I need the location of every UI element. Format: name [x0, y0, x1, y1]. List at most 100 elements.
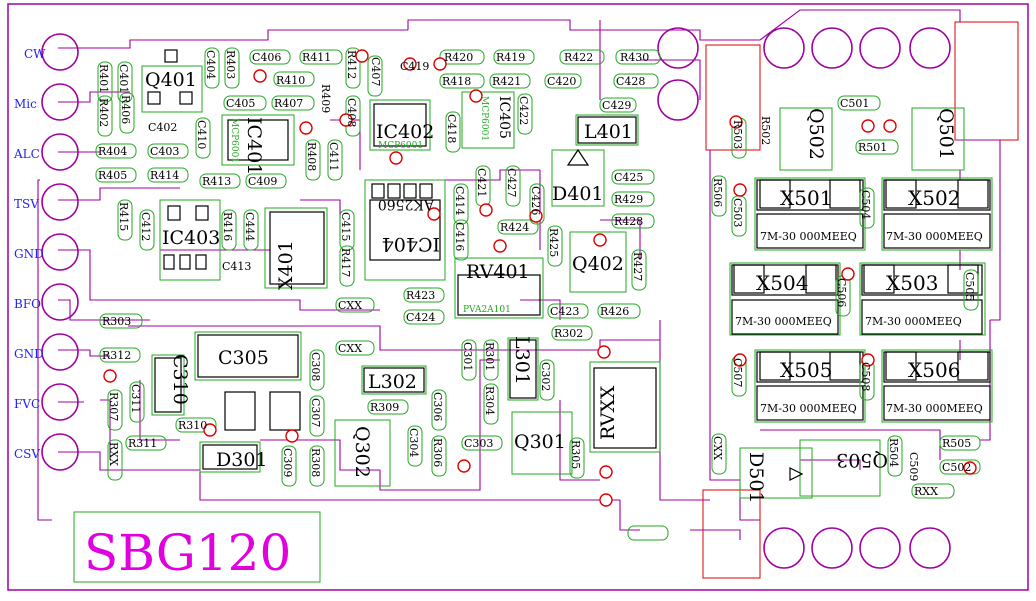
- q401-outline: [141, 65, 203, 113]
- component-label: C311: [129, 384, 142, 413]
- component-label: C409: [248, 175, 277, 188]
- d301-outline: [199, 441, 261, 473]
- ic401-outline: [221, 114, 295, 166]
- chip-marking: MCP6001: [378, 141, 423, 151]
- connector-pad: [41, 233, 79, 271]
- component-label: R302: [554, 327, 583, 340]
- component-label: Q502: [805, 108, 827, 160]
- smd-pad-large: [269, 391, 301, 431]
- component-label: R403: [224, 50, 237, 79]
- component-label: RVXX: [597, 385, 619, 440]
- component-label: R503: [731, 120, 744, 149]
- l301-body: [509, 339, 537, 399]
- connector-pad: [811, 27, 853, 69]
- component-label: D401: [552, 183, 604, 205]
- component-label: Q302: [351, 426, 373, 478]
- c310-body: [154, 357, 182, 413]
- q402-outline: [569, 231, 627, 293]
- edge-connectors: [41, 27, 951, 569]
- component-label: R421: [492, 75, 521, 88]
- component-label: C503: [731, 198, 744, 227]
- component-label: R504: [887, 438, 900, 467]
- component-label: C419: [400, 60, 429, 73]
- q301-outline: [511, 411, 573, 475]
- l302-body: [363, 367, 425, 393]
- vias: [103, 49, 977, 507]
- connector-pad: [41, 283, 79, 321]
- crystal-ref: X502: [908, 186, 960, 210]
- component-label: R303: [102, 315, 131, 328]
- q302-outline: [334, 419, 391, 487]
- l401-outline: [575, 114, 639, 146]
- component-label: CXX: [338, 299, 362, 312]
- component-label: C415: [339, 212, 352, 241]
- component-label: C426: [529, 186, 542, 215]
- component-label: R506: [711, 178, 724, 207]
- component-label: C402: [148, 121, 177, 134]
- component-label: R423: [406, 289, 435, 302]
- component-label: RV401: [466, 261, 530, 283]
- l302-outline: [361, 365, 427, 395]
- connector-label: TSV: [14, 197, 39, 211]
- component-label: R501: [858, 141, 887, 154]
- component-label: Q301: [514, 431, 566, 453]
- connector-pad: [859, 527, 901, 569]
- title-box: [73, 511, 321, 583]
- d501-outline: [739, 447, 813, 499]
- connector-pad: [763, 527, 805, 569]
- crystal-value: 7M-30 000MEEQ: [760, 230, 857, 243]
- component-label: R407: [274, 97, 303, 110]
- component-label: C416: [453, 222, 466, 251]
- component-label: C444: [243, 212, 256, 241]
- connector-pad: [41, 333, 79, 371]
- ic404-pad: [371, 183, 385, 199]
- q502-outline: [779, 107, 833, 171]
- component-label: C501: [840, 97, 869, 110]
- component-label: D301: [216, 449, 268, 471]
- crystal-x504: X504 7M-30 000MEEQ: [729, 262, 841, 336]
- component-label: C428: [616, 75, 645, 88]
- connector-pad: [657, 27, 699, 69]
- component-label: C303: [464, 437, 493, 450]
- component-label: L301: [511, 336, 533, 385]
- ic404-body: [369, 199, 441, 261]
- rvxx-outline: [589, 361, 661, 453]
- component-label: C420: [547, 75, 576, 88]
- smd-pad-large: [224, 391, 256, 431]
- crystal-ref: X503: [886, 271, 938, 295]
- component-label: R308: [309, 448, 322, 477]
- component-label: R418: [442, 75, 471, 88]
- component-label: R505: [942, 437, 971, 450]
- d301-body: [202, 444, 258, 470]
- component-label: C403: [150, 145, 179, 158]
- crystal-ref: X505: [780, 358, 832, 382]
- component-label: C309: [281, 448, 294, 477]
- q503-outline: [799, 439, 881, 497]
- connector-pad: [859, 27, 901, 69]
- component-label: C401: [117, 64, 130, 93]
- component-label: R502: [759, 116, 772, 145]
- component-label: R420: [444, 51, 473, 64]
- component-label: C502: [942, 461, 971, 474]
- connector-pad: [41, 133, 79, 171]
- component-label: D501: [745, 452, 767, 504]
- connector-label: GND: [14, 247, 44, 261]
- connector-pad: [41, 183, 79, 221]
- component-label: C423: [550, 305, 579, 318]
- component-label: R310: [178, 419, 207, 432]
- component-label: R417: [339, 248, 352, 277]
- component-label: R425: [547, 228, 560, 257]
- connector-pad: [763, 27, 805, 69]
- component-label: C414: [453, 186, 466, 215]
- component-label: R413: [202, 175, 231, 188]
- red-keepout: [702, 489, 761, 579]
- component-label: C307: [309, 398, 322, 427]
- component-label: R412: [345, 50, 358, 79]
- crystal-value: 7M-30 000MEEQ: [865, 315, 962, 328]
- crystal-value: 7M-30 000MEEQ: [760, 402, 857, 415]
- crystal-ref: X506: [908, 358, 960, 382]
- component-label: Q401: [145, 69, 197, 91]
- ic403-pad: [163, 254, 175, 270]
- component-label: C310: [169, 354, 191, 405]
- component-label: L401: [584, 121, 633, 143]
